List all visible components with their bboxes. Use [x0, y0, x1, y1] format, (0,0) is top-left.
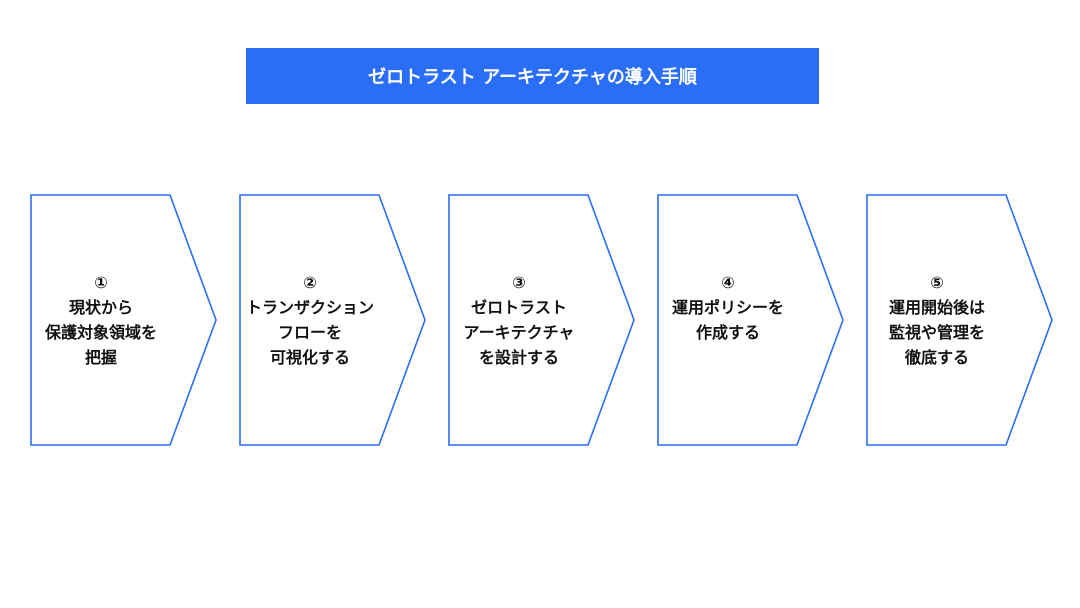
chevron-arrow-shape: [657, 194, 844, 446]
step-number: ④: [721, 273, 735, 292]
step-text-line: 監視や管理を: [888, 323, 985, 342]
process-step-1: ① 現状から保護対象領域を把握: [30, 194, 218, 446]
process-step-3: ③ ゼロトラストアーキテクチャを設計する: [448, 194, 636, 446]
step-text-line: 作成する: [695, 323, 760, 342]
step-number: ⑤: [930, 273, 944, 292]
step-text-line: 現状から: [68, 298, 133, 317]
chevron-arrow-shape: [448, 194, 635, 446]
step-number: ③: [512, 273, 526, 292]
chevron-arrow-shape: [30, 194, 217, 446]
chevron-arrow-shape: [866, 194, 1053, 446]
step-number: ①: [94, 273, 108, 292]
step-label: ③ ゼロトラストアーキテクチャを設計する: [448, 270, 590, 370]
chevron-arrow-shape: [239, 194, 426, 446]
process-step-5: ⑤ 運用開始後は監視や管理を徹底する: [866, 194, 1054, 446]
process-step-2: ② トランザクションフローを可視化する: [239, 194, 427, 446]
process-step-4: ④ 運用ポリシーを作成する: [657, 194, 845, 446]
step-text-line: 保護対象領域を: [44, 323, 157, 342]
step-text-line: アーキテクチャ: [463, 323, 575, 342]
step-text-line: 運用ポリシーを: [671, 298, 784, 317]
step-text-line: 徹底する: [904, 348, 969, 367]
step-text-line: 可視化する: [269, 348, 350, 367]
step-text-line: を設計する: [478, 348, 559, 367]
diagram-title: ゼロトラスト アーキテクチャの導入手順: [246, 48, 819, 104]
step-text-line: 把握: [84, 348, 117, 367]
step-text-line: トランザクション: [245, 298, 374, 317]
step-label: ② トランザクションフローを可視化する: [239, 270, 381, 370]
step-label: ④ 運用ポリシーを作成する: [657, 270, 799, 345]
step-text-line: ゼロトラスト: [471, 298, 567, 317]
step-text-line: 運用開始後は: [888, 298, 985, 317]
step-label: ⑤ 運用開始後は監視や管理を徹底する: [866, 270, 1008, 370]
step-label: ① 現状から保護対象領域を把握: [30, 270, 172, 370]
step-number: ②: [303, 273, 317, 292]
step-text-line: フローを: [277, 323, 342, 342]
